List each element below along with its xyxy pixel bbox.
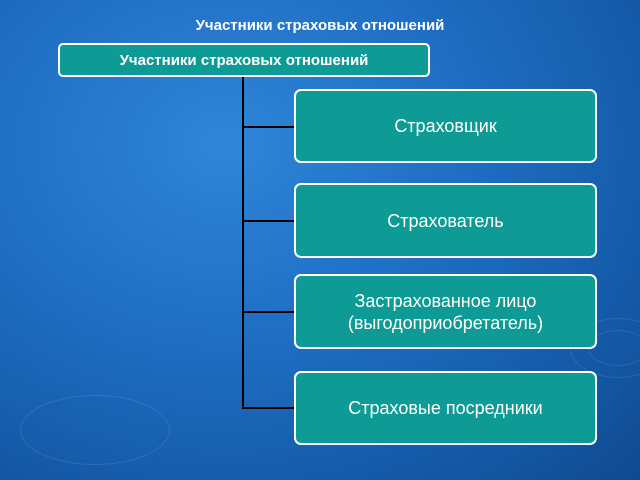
node-insured-person: Застрахованное лицо (выгодоприобретатель… xyxy=(294,274,597,349)
node-policyholder: Страхователь xyxy=(294,183,597,258)
root-node: Участники страховых отношений xyxy=(58,43,430,77)
connector-branch xyxy=(242,126,294,128)
node-insurer: Страховщик xyxy=(294,89,597,163)
connector-branch xyxy=(242,220,294,222)
connector-branch xyxy=(242,311,294,313)
page-title: Участники страховых отношений xyxy=(195,17,445,34)
connector-branch xyxy=(242,407,294,409)
node-intermediaries: Страховые посредники xyxy=(294,371,597,445)
ripple-decoration xyxy=(20,395,170,465)
connector-trunk xyxy=(242,77,244,409)
